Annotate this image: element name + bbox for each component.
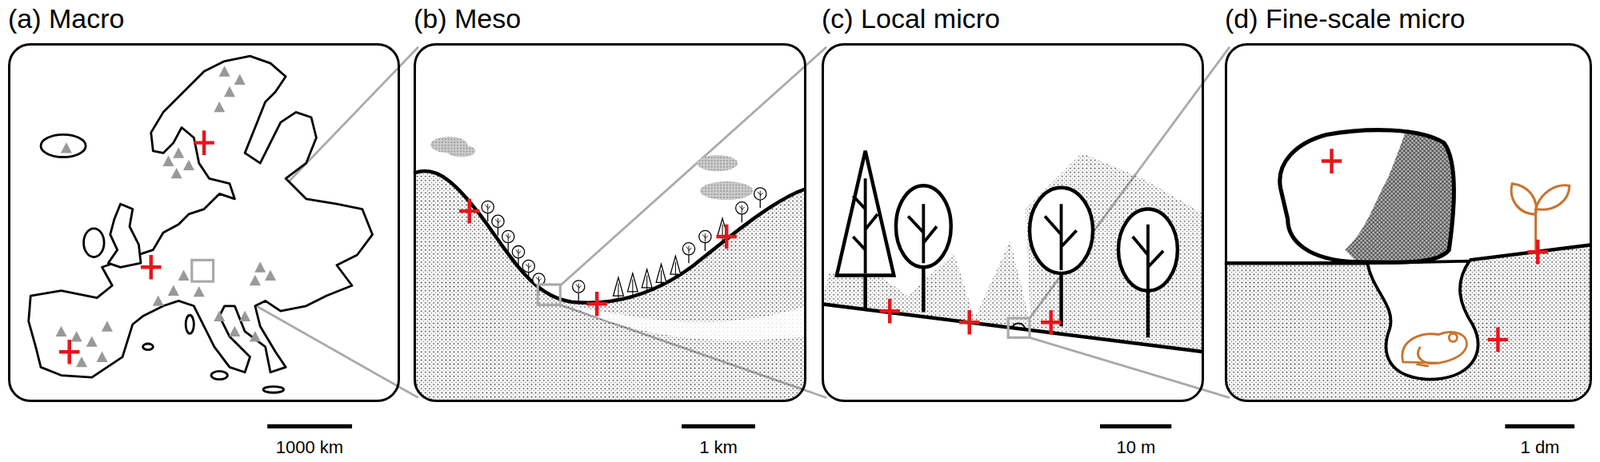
sample-crosses: [59, 130, 1548, 364]
scale-label: 10 m: [1116, 437, 1156, 459]
scale-label: 1000 km: [276, 437, 344, 459]
tiny-rock: [1012, 323, 1024, 328]
zoom-square: [192, 260, 214, 282]
panel-title: (c) Local micro: [821, 2, 1000, 35]
forest-illustration: [821, 151, 1204, 352]
panel: (d) Fine-scale micro: [1224, 43, 1592, 403]
frog: [1402, 332, 1468, 368]
panel-title: (a) Macro: [8, 2, 124, 35]
panel: (b) Meso: [413, 43, 807, 403]
plant: [1511, 184, 1570, 252]
mountain-triangles: [56, 65, 277, 368]
panel: (a) Macro: [8, 43, 400, 403]
valley-illustration: [413, 136, 807, 403]
zoom-square: [537, 284, 560, 306]
scale-label: 1 km: [699, 437, 738, 459]
panel-title: (d) Fine-scale micro: [1224, 2, 1465, 35]
zoom-square: [1008, 318, 1030, 338]
panel-title: (b) Meso: [413, 2, 521, 35]
scale-label: 1 dm: [1520, 437, 1560, 459]
scale-bars: [267, 424, 1575, 429]
fine-scale-illustration: [1224, 129, 1592, 403]
panel: (c) Local micro: [821, 43, 1204, 403]
europe-map: [28, 56, 373, 393]
